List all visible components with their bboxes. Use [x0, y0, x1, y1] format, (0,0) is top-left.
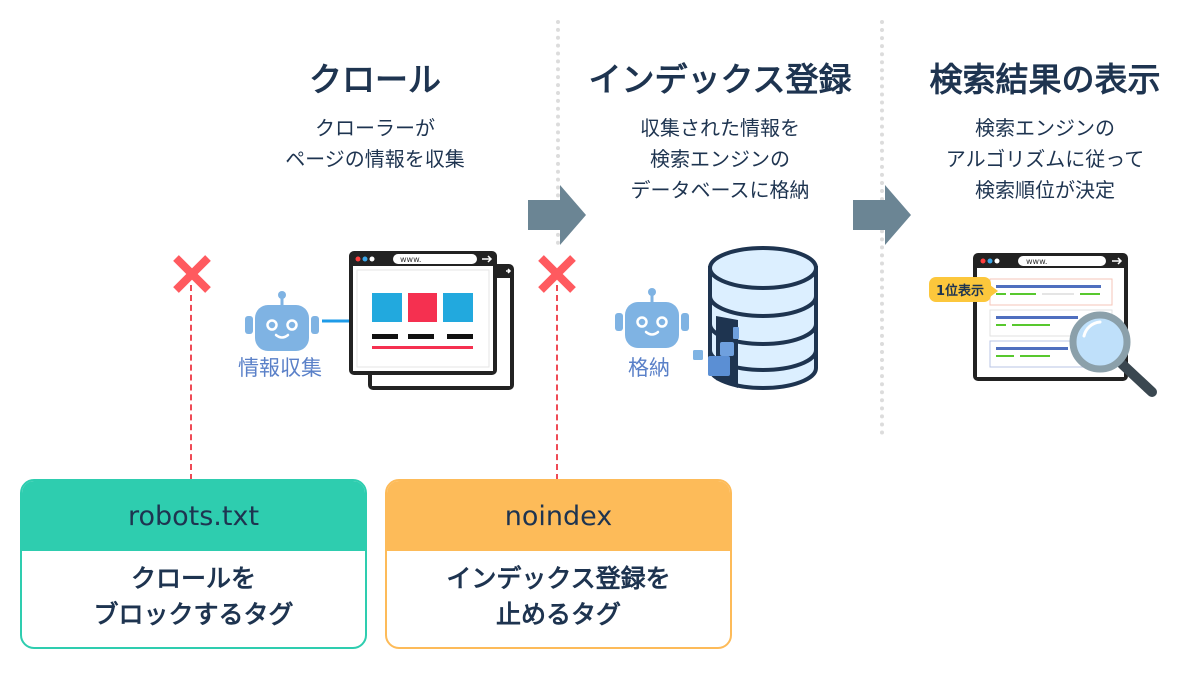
tag-description: クロールを ブロックするタグ [93, 564, 294, 629]
step-crawl-title: クロール [309, 60, 441, 99]
tag-name: noindex [387, 481, 730, 551]
step-results-description: 検索エンジンの アルゴリズムに従って 検索順位が決定 [945, 116, 1145, 202]
block-connector-line [190, 285, 192, 480]
browser-window-icon: www. [349, 251, 514, 390]
index-caption: 格納 [628, 356, 670, 380]
tag-description: インデックス登録を 止めるタグ [446, 564, 671, 629]
search-results-browser-icon: www. [973, 253, 1157, 397]
database-icon [693, 246, 818, 390]
separator-line-1 [556, 20, 560, 245]
block-connector-line [556, 285, 558, 480]
tag-card-noindex: noindex インデックス登録を 止めるタグ [385, 479, 732, 649]
step-index-description: 収集された情報を 検索エンジンの データベースに格納 [630, 116, 810, 202]
block-x-icon [173, 255, 211, 293]
svg-text:www.: www. [1026, 257, 1047, 266]
flow-arrow-icon [853, 185, 911, 245]
flow-arrow-icon [528, 185, 586, 245]
robot-icon [615, 288, 689, 348]
step-index-title: インデックス登録 [588, 60, 852, 99]
crawl-caption: 情報収集 [238, 356, 322, 380]
tag-name: robots.txt [22, 481, 365, 551]
step-crawl-description: クローラーが ページの情報を収集 [285, 116, 465, 171]
tag-card-robots: robots.txt クロールを ブロックするタグ [20, 479, 367, 649]
rank-badge: 1位表示 [929, 277, 999, 302]
block-x-icon [538, 255, 576, 293]
step-results-title: 検索結果の表示 [929, 60, 1161, 99]
robot-icon [245, 291, 319, 351]
browser-url-text: www. [400, 255, 421, 264]
